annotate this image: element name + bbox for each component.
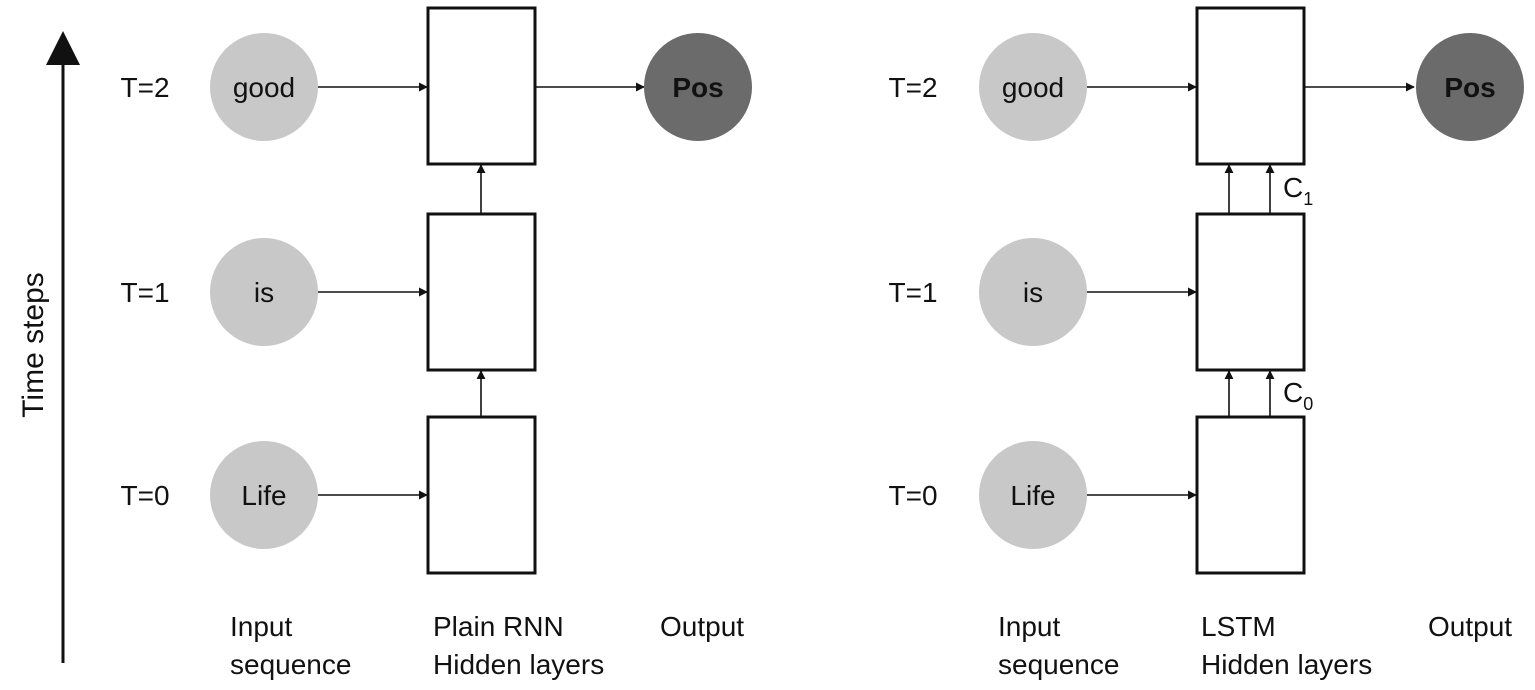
lstm-time-label-1: T=1 <box>888 277 937 308</box>
lstm-cell-state-c0-subscript: 0 <box>1303 394 1313 414</box>
lstm-input-label-life: Life <box>1010 480 1055 511</box>
rnn-input-node-is <box>210 238 318 346</box>
rnn-time-label-1: T=1 <box>120 277 169 308</box>
lstm-cell-state-label-c1: C1 <box>1283 172 1313 209</box>
lstm-hidden-box-t1 <box>1195 212 1306 372</box>
rnn-caption-hidden-line2: Hidden layers <box>433 649 604 680</box>
rnn-caption-hidden-line1: Plain RNN <box>433 611 564 642</box>
lstm-input-node-life <box>979 441 1087 549</box>
rnn-caption-input-line2: sequence <box>230 649 351 680</box>
lstm-input-label-is: is <box>1023 277 1043 308</box>
lstm-output-label: Pos <box>1444 72 1495 103</box>
lstm-cell-state-c0-letter: C <box>1283 377 1303 408</box>
rnn-hidden-box-t2 <box>426 6 537 166</box>
lstm-caption-input-line1: Input <box>998 611 1060 642</box>
rnn-input-node-life <box>210 441 318 549</box>
lstm-caption-output: Output <box>1428 611 1512 642</box>
rnn-input-label-good: good <box>233 72 295 103</box>
lstm-time-label-2: T=2 <box>888 72 937 103</box>
rnn-hidden-box-t0 <box>426 415 537 575</box>
rnn-caption-input-line1: Input <box>230 611 292 642</box>
lstm-hidden-box-t2 <box>1195 6 1306 166</box>
rnn-time-label-2: T=2 <box>120 72 169 103</box>
lstm-cell-state-c1-letter: C <box>1283 172 1303 203</box>
lstm-caption-hidden-line1: LSTM <box>1201 611 1276 642</box>
time-axis-title: Time steps <box>17 272 50 418</box>
rnn-panel: T=2 T=1 T=0 good is Life Pos Input seque… <box>120 6 752 680</box>
rnn-time-label-0: T=0 <box>120 480 169 511</box>
rnn-input-label-is: is <box>254 277 274 308</box>
lstm-panel: T=2 T=1 T=0 good is Life C1 C0 Pos Input <box>888 6 1524 680</box>
lstm-output-node <box>1416 33 1524 141</box>
lstm-time-label-0: T=0 <box>888 480 937 511</box>
lstm-hidden-box-t0 <box>1195 415 1306 575</box>
rnn-input-label-life: Life <box>241 480 286 511</box>
lstm-cell-state-c1-subscript: 1 <box>1303 189 1313 209</box>
lstm-cell-state-label-c0: C0 <box>1283 377 1313 414</box>
lstm-caption-input-line2: sequence <box>998 649 1119 680</box>
rnn-caption-output: Output <box>660 611 744 642</box>
lstm-caption-hidden-line2: Hidden layers <box>1201 649 1372 680</box>
rnn-hidden-box-t1 <box>426 212 537 372</box>
lstm-input-node-is <box>979 238 1087 346</box>
lstm-input-node-good <box>979 33 1087 141</box>
rnn-output-label: Pos <box>672 72 723 103</box>
rnn-output-node <box>644 33 752 141</box>
rnn-input-node-good <box>210 33 318 141</box>
lstm-input-label-good: good <box>1002 72 1064 103</box>
